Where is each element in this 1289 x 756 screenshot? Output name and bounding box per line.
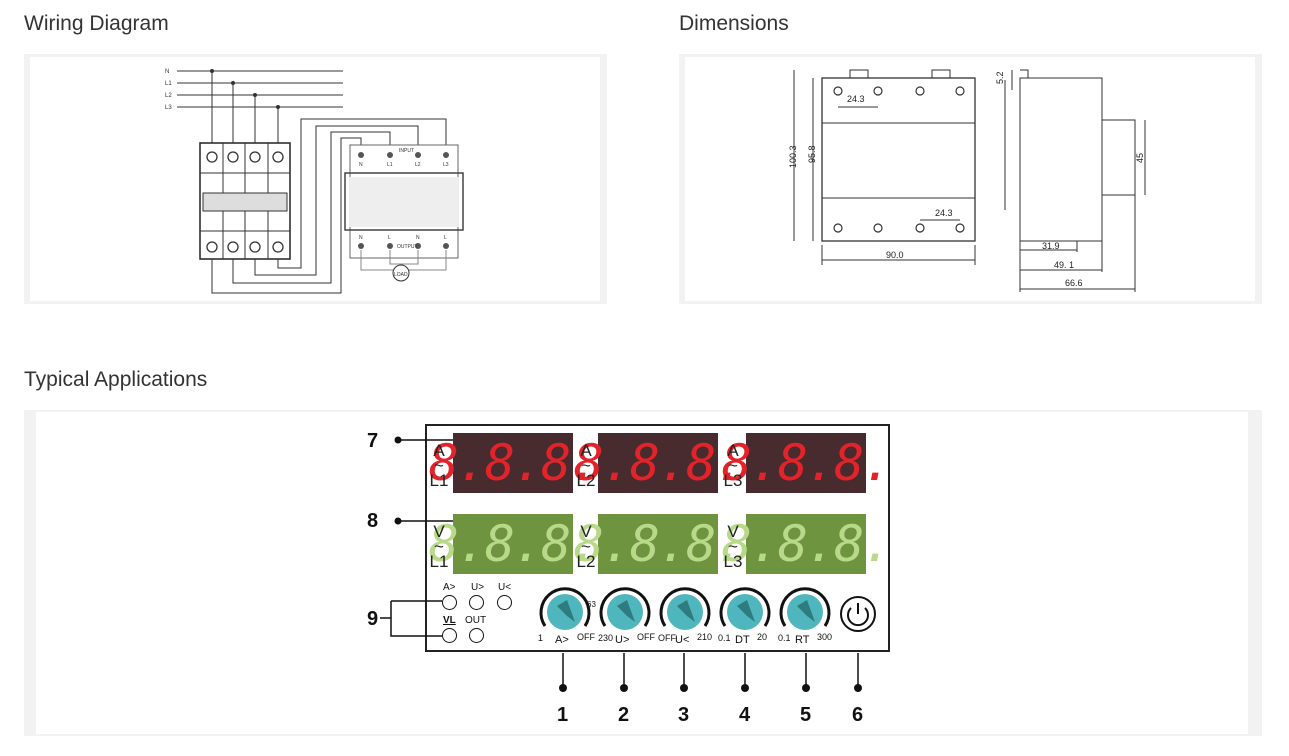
knob-min-label: 0.1 (718, 633, 731, 643)
svg-text:L3: L3 (443, 162, 449, 168)
voltage-display-l3: 8.8.8. (721, 514, 892, 574)
input-label: INPUT (399, 148, 414, 154)
svg-text:L2: L2 (415, 162, 421, 168)
svg-text:N: N (359, 235, 363, 241)
led-overvoltage (469, 595, 484, 610)
typical-applications-heading: Typical Applications (24, 368, 208, 391)
knob-max-label: 300 (817, 632, 833, 642)
knob-max-label: 20 (757, 632, 768, 642)
wiring-panel (24, 54, 607, 304)
svg-text:31.9: 31.9 (1042, 241, 1060, 251)
knob-min-label: OFF (658, 633, 676, 643)
knob-extra-label: 63 (587, 600, 596, 609)
knob-name-label: DT (735, 634, 750, 646)
dimensions-heading: Dimensions (679, 12, 789, 35)
led-label-overcurrent: A> (443, 582, 456, 593)
voltage-display-l2: 8.8.8. (573, 514, 744, 574)
device-thumbnail (344, 172, 464, 231)
current-label-l1: A~L1 (429, 441, 449, 490)
led-undervoltage (497, 595, 512, 610)
callout-7: 7 (367, 430, 379, 452)
svg-text:5.2: 5.2 (995, 71, 1005, 84)
svg-text:90.0: 90.0 (886, 250, 904, 260)
voltage-label-l2: V~L2 (576, 522, 596, 571)
line-label: N (165, 69, 169, 75)
led-vl (442, 628, 457, 643)
knob-min-label: 1 (538, 633, 544, 643)
knob-max-label: OFF (577, 632, 595, 642)
led-label-overvoltage: U> (471, 582, 485, 593)
line-label: L3 (165, 105, 172, 111)
line-label: L2 (165, 93, 172, 99)
voltage-label-l3: V~L3 (723, 522, 743, 571)
svg-text:45: 45 (1135, 153, 1145, 163)
svg-text:L: L (388, 235, 391, 241)
knob-min-label: 230 (598, 633, 614, 643)
current-display-l1: 8.8.8. (428, 433, 599, 493)
knob-name-label: U> (615, 634, 630, 646)
knob-name-label: U< (675, 634, 690, 646)
callout-9: 9 (367, 608, 379, 630)
led-label-undervoltage: U< (498, 582, 512, 593)
callout-1: 1 (557, 704, 569, 726)
svg-text:100.3: 100.3 (788, 145, 798, 168)
knob-name-label: RT (795, 634, 810, 646)
load-symbol (392, 264, 410, 282)
dimensions-drawing: 24.3 24.3 90.0 100.3 95.8 5.2 31.9 49. 1… (788, 69, 1146, 292)
current-display-l2: 8.8.8. (573, 433, 744, 493)
svg-text:L: L (444, 235, 447, 241)
load-label: LOAD (394, 272, 408, 278)
current-label-l3: A~L3 (723, 441, 743, 490)
wiring-diagram-heading: Wiring Diagram (24, 12, 169, 35)
led-label-out: OUT (465, 615, 487, 626)
callout-6: 6 (852, 704, 864, 726)
callout-3: 3 (678, 704, 690, 726)
svg-text:49. 1: 49. 1 (1054, 260, 1074, 270)
led-out (469, 628, 484, 643)
knob-name-label: A> (555, 634, 569, 646)
callout-8: 8 (367, 510, 379, 532)
svg-text:95.8: 95.8 (807, 145, 817, 163)
callout-5: 5 (800, 704, 812, 726)
voltage-label-l1: V~L1 (429, 522, 449, 571)
knob-max-label: 210 (697, 632, 713, 642)
svg-text:N: N (359, 162, 363, 168)
dimensions-panel (679, 54, 1262, 304)
knob-max-label: OFF (637, 632, 655, 642)
svg-text:24.3: 24.3 (847, 94, 865, 104)
led-overcurrent (442, 595, 457, 610)
current-label-l2: A~L2 (576, 441, 596, 490)
knob-min-label: 0.1 (778, 633, 791, 643)
led-label-vl: VL (443, 615, 456, 626)
line-label: L1 (165, 81, 172, 87)
output-label: OUTPUT (397, 244, 418, 250)
current-display-l3: 8.8.8. (721, 433, 892, 493)
callout-2: 2 (618, 704, 630, 726)
callout-4: 4 (739, 704, 751, 726)
svg-text:24.3: 24.3 (935, 208, 953, 218)
svg-text:N: N (416, 235, 420, 241)
svg-text:66.6: 66.6 (1065, 278, 1083, 288)
voltage-display-l1: 8.8.8. (428, 514, 599, 574)
svg-text:L1: L1 (387, 162, 393, 168)
